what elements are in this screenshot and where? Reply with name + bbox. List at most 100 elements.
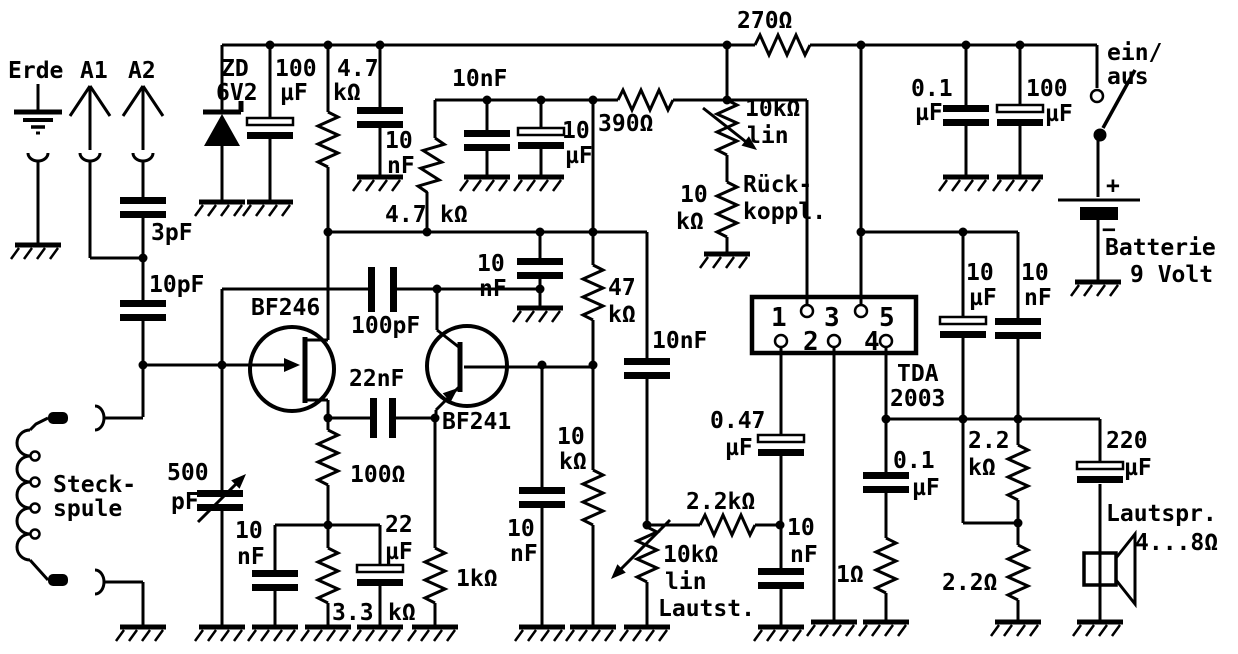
label-a1: A1	[80, 58, 108, 84]
label-erde: Erde	[8, 58, 63, 84]
label-pot-volume-taper: lin	[665, 569, 707, 595]
labels: Erde A1 A2 ZD 6V2 100 µF 4.7 kΩ 10 nF 10…	[8, 8, 1218, 626]
label-cap-10pf: 10pF	[149, 272, 204, 298]
label-cap-047uf-value: 0.47	[710, 408, 765, 434]
wires	[36, 43, 1102, 625]
label-cap-10uf-fb-value: 10	[966, 260, 994, 286]
label-cap-01uf-right-value: 0.1	[911, 76, 953, 102]
label-res-1ohm: 1Ω	[836, 562, 864, 588]
label-speaker-name: Lautspr.	[1106, 501, 1217, 527]
label-cap-10nf-top: 10nF	[452, 66, 507, 92]
label-res-10k-fb-value: 10	[680, 182, 708, 208]
label-zener-value: 6V2	[216, 80, 258, 106]
label-cap-22uf-value: 22	[385, 512, 413, 538]
label-ic-name2: 2003	[890, 386, 945, 412]
label-cap-10nf-mid-value: 10	[477, 251, 505, 277]
label-switch-line2: aus	[1107, 64, 1149, 90]
transistor-bf246-symbol	[248, 325, 336, 413]
label-cap-10nf-base-unit: nF	[510, 541, 538, 567]
label-res-10k-base-value: 10	[557, 424, 585, 450]
label-cap-10nf-coil-value: 10	[235, 518, 263, 544]
label-cap-10nf-base-value: 10	[507, 516, 535, 542]
label-res-2k2-fb-unit: kΩ	[968, 455, 996, 481]
label-cap-10nf-fb-unit: nF	[1024, 285, 1052, 311]
label-feedback-name2: koppl.	[743, 199, 826, 225]
antenna2-symbol	[121, 85, 165, 163]
label-ic-pin-5: 5	[879, 303, 895, 333]
label-res-4k7-1-unit: kΩ	[333, 80, 361, 106]
label-res-47k-unit: kΩ	[608, 302, 636, 328]
earth-connector	[26, 152, 50, 163]
label-cap-100uf-right-value: 100	[1026, 76, 1068, 102]
label-cap-10nf-left-unit: nF	[387, 153, 415, 179]
label-res-3k3-unit: kΩ	[388, 600, 416, 626]
label-cap-10nf-vol-value: 10	[787, 515, 815, 541]
label-battery-name: Batterie	[1105, 235, 1216, 261]
zener-diode-symbol	[203, 101, 244, 146]
label-cap-100uf-right-unit: µF	[1045, 101, 1073, 127]
label-pot-feedback-value: 10kΩ	[745, 96, 800, 122]
label-pot-volume-name: Lautst.	[658, 596, 755, 622]
label-coil-line1: Steck-	[53, 472, 136, 498]
label-speaker-impedance: 4...8Ω	[1135, 530, 1218, 556]
label-cap-10nf-series: 10nF	[652, 328, 707, 354]
label-battery-minus: −	[1102, 217, 1116, 243]
label-switch-line1: ein/	[1107, 40, 1162, 66]
label-res-1k: 1kΩ	[456, 566, 498, 592]
label-res-4k7-1-value: 4.7	[337, 56, 379, 82]
label-cap-500pf-value: 500	[167, 460, 209, 486]
label-cap-100uf-left-unit: µF	[280, 80, 308, 106]
label-ic-name1: TDA	[897, 361, 939, 387]
label-cap-047uf-unit: µF	[725, 435, 753, 461]
label-res-47k-value: 47	[608, 275, 636, 301]
label-a2: A2	[128, 58, 156, 84]
label-transistor-bf246: BF246	[251, 295, 320, 321]
label-cap-10uf-fb-unit: µF	[969, 285, 997, 311]
capacitor-symbols	[118, 103, 1125, 593]
label-res-4k7-2-unit: kΩ	[440, 202, 468, 228]
label-res-390: 390Ω	[598, 111, 653, 137]
ground-symbols	[11, 112, 1123, 641]
label-cap-220uf-unit: µF	[1124, 455, 1152, 481]
label-ic-pin-4: 4	[864, 327, 880, 357]
label-ic-pin-2: 2	[803, 327, 819, 357]
label-coil-line2: spule	[53, 496, 122, 522]
label-res-2k2-vol: 2.2kΩ	[686, 489, 755, 515]
label-cap-100uf-left-value: 100	[275, 56, 317, 82]
label-battery-voltage: 9 Volt	[1130, 262, 1213, 288]
label-res-10k-base-unit: kΩ	[559, 449, 587, 475]
label-cap-10nf-vol-unit: nF	[790, 542, 818, 568]
volume-pot-arrow	[611, 518, 672, 579]
label-res-100: 100Ω	[350, 462, 405, 488]
label-cap-10nf-left-value: 10	[385, 128, 413, 154]
label-cap-100pf: 100pF	[351, 313, 420, 339]
label-cap-10uf-top-unit: µF	[565, 143, 593, 169]
coil-symbol	[15, 404, 106, 596]
label-res-2k2-fb-value: 2.2	[968, 428, 1010, 454]
tuning-cap-arrow	[196, 474, 246, 524]
antenna1-symbol	[68, 85, 112, 163]
label-cap-10nf-fb-value: 10	[1021, 260, 1049, 286]
label-ic-pin-3: 3	[824, 303, 840, 333]
label-res-2r2: 2.2Ω	[942, 570, 997, 596]
label-res-10k-fb-unit: kΩ	[676, 209, 704, 235]
label-cap-01uf-zobel-unit: µF	[912, 475, 940, 501]
label-cap-500pf-unit: pF	[171, 489, 199, 515]
label-zener-name: ZD	[221, 56, 249, 82]
label-cap-3pf: 3pF	[151, 220, 193, 246]
label-cap-10nf-mid-unit: nF	[479, 276, 507, 302]
label-cap-01uf-right-unit: µF	[915, 100, 943, 126]
label-cap-22nf: 22nF	[349, 366, 404, 392]
label-ic-pin-1: 1	[771, 303, 787, 333]
label-cap-10nf-coil-unit: nF	[237, 544, 265, 570]
label-battery-plus: +	[1106, 173, 1120, 199]
label-cap-220uf-value: 220	[1106, 428, 1148, 454]
speaker-symbol	[1082, 529, 1137, 609]
power-switch-symbol[interactable]	[1089, 69, 1137, 142]
label-pot-volume-value: 10kΩ	[663, 542, 718, 568]
transistor-bf241-symbol	[425, 324, 509, 408]
label-feedback-name1: Rück-	[743, 172, 812, 198]
ic-tda2003-connector	[749, 294, 919, 356]
